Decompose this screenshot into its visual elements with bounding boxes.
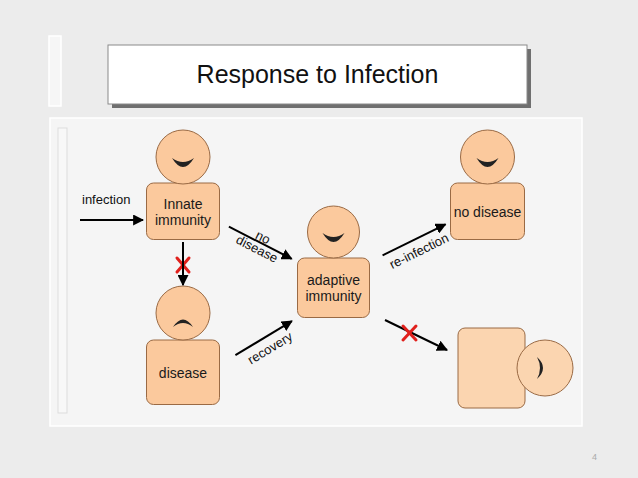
figure-head — [308, 206, 360, 258]
side-strip — [49, 36, 61, 106]
figure-mouth — [477, 158, 499, 167]
figure-mouth — [173, 320, 193, 328]
figure-label: adaptive immunity — [297, 272, 370, 304]
block-cross — [403, 326, 416, 340]
block-cross — [177, 258, 189, 272]
figure-outline — [450, 128, 525, 240]
page-number: 4 — [592, 452, 597, 462]
infection-arrow — [80, 219, 143, 221]
figure-label: Innate immunity — [146, 196, 220, 228]
text-area: adaptive immunity — [297, 258, 370, 318]
person-figure: no disease — [450, 128, 525, 240]
blocked-arrow — [385, 320, 447, 350]
text-area: no disease — [450, 183, 525, 240]
figure-body — [298, 258, 370, 318]
text-area: Innate immunity — [146, 183, 220, 240]
title-box — [108, 45, 527, 104]
slide-title: Response to Infection — [108, 45, 527, 104]
arrow-connector — [182, 242, 184, 285]
figure-body — [147, 340, 220, 405]
figure-head — [461, 130, 515, 184]
text-area: disease — [146, 340, 220, 405]
figure-label: no disease — [454, 204, 522, 220]
figure-outline — [146, 286, 220, 405]
figure-body — [147, 183, 220, 240]
person-figure: adaptive immunity — [297, 205, 370, 318]
figure-mouth — [172, 158, 194, 167]
figure-head — [156, 130, 210, 184]
input-label: infection — [82, 192, 130, 207]
figure-head — [156, 286, 210, 340]
person-figure: Innate immunity — [146, 128, 220, 240]
person-figure: disease — [146, 286, 220, 405]
figure-body — [451, 183, 525, 240]
side-strip — [58, 128, 67, 413]
dead-figure — [458, 328, 573, 408]
figure-label: disease — [159, 365, 207, 381]
content-panel — [50, 118, 582, 426]
figure-mouth — [323, 233, 345, 242]
